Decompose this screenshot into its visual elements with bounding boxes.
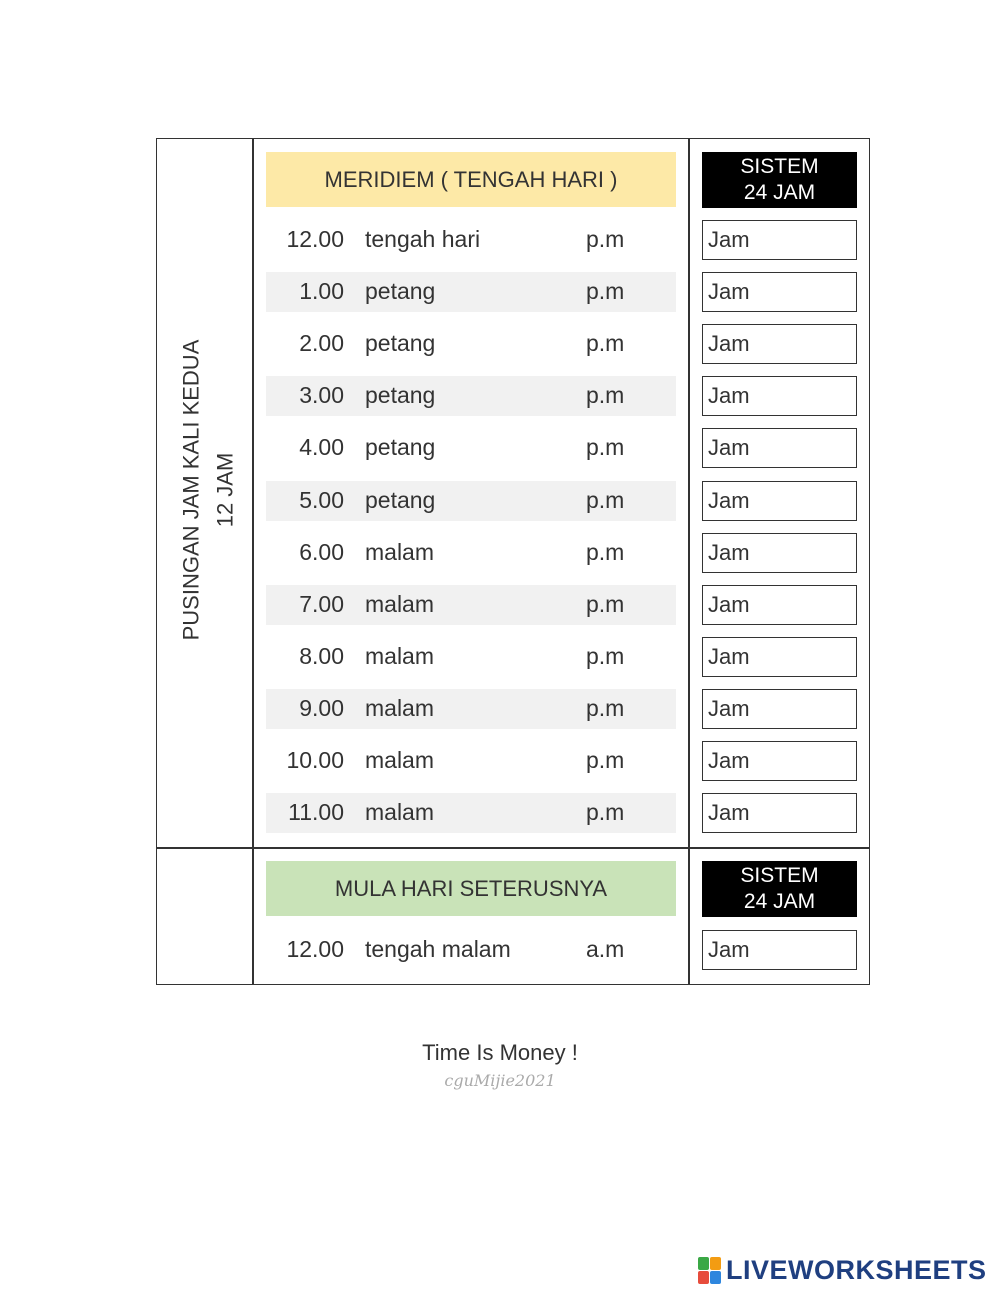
divider [252, 138, 254, 985]
table-row: 2.00 petang p.m [266, 324, 676, 364]
side-label: PUSINGAN JAM KALI KEDUA 12 JAM [163, 290, 253, 690]
period-label: petang [365, 278, 436, 305]
table-row: 12.00 tengah hari p.m [266, 220, 676, 260]
answer-field[interactable]: Jam [702, 220, 857, 260]
period-label: malam [365, 747, 435, 773]
period-label: malam [365, 694, 435, 721]
meridiem-label: p.m [586, 226, 625, 252]
system-header-line2: 24 JAM [743, 181, 816, 204]
answer-field[interactable]: Jam [702, 532, 857, 573]
table-row: 8.00 malam p.m [266, 637, 676, 677]
table-row: 10.00 malam p.m [266, 741, 676, 781]
answer-field[interactable]: Jam [702, 930, 857, 970]
answer-field[interactable]: Jam [702, 636, 857, 677]
table-row: 5.00 petang p.m [266, 480, 676, 521]
meridiem-label: p.m [586, 278, 625, 305]
time-label: 8.00 [299, 642, 344, 669]
system-header-line1: SISTEM [740, 155, 819, 178]
section-title-next-day: MULA HARI SETERUSNYA [266, 861, 676, 916]
footer-text: Time Is Money ! [422, 1040, 578, 1065]
period-label: petang [365, 486, 436, 513]
table-row: 7.00 malam p.m [266, 584, 676, 625]
period-label: petang [365, 382, 436, 409]
period-label: malam [365, 538, 435, 565]
answer-field[interactable]: Jam [702, 688, 857, 729]
system-24-header: SISTEM 24 JAM [702, 861, 857, 917]
period-label: petang [365, 434, 436, 461]
meridiem-label: p.m [586, 382, 625, 409]
answer-field[interactable]: Jam [702, 584, 857, 625]
period-label: tengah hari [365, 226, 481, 252]
table-row: 4.00 petang p.m [266, 428, 676, 468]
system-24-header: SISTEM 24 JAM [702, 152, 857, 208]
time-label: 6.00 [299, 538, 344, 565]
meridiem-label: p.m [586, 694, 625, 721]
time-label: 11.00 [288, 799, 344, 826]
answer-field[interactable]: Jam [702, 376, 857, 417]
divider [688, 138, 690, 985]
answer-field[interactable]: Jam [702, 480, 857, 521]
answer-field[interactable]: Jam [702, 272, 857, 313]
meridiem-label: p.m [586, 434, 625, 461]
side-label-line1: PUSINGAN JAM KALI KEDUA [178, 339, 203, 641]
brand-logo: LIVEWORKSHEETS [698, 1255, 987, 1286]
meridiem-label: a.m [586, 936, 625, 962]
meridiem-label: p.m [586, 747, 625, 773]
signature: cguMijie2021 [444, 1071, 556, 1090]
table-row: 9.00 malam p.m [266, 688, 676, 729]
time-label: 3.00 [299, 382, 344, 409]
table-row: 1.00 petang p.m [266, 272, 676, 313]
time-label: 1.00 [299, 278, 344, 305]
answer-field[interactable]: Jam [702, 324, 857, 365]
meridiem-label: p.m [586, 590, 625, 617]
period-label: malam [365, 642, 435, 669]
divider [156, 847, 870, 849]
system-header-line1: SISTEM [740, 864, 819, 887]
time-label: 9.00 [299, 694, 344, 721]
time-table [156, 138, 870, 985]
time-label: 12.00 [286, 936, 344, 962]
period-label: malam [365, 590, 435, 617]
brand-name: LIVEWORKSHEETS [726, 1255, 987, 1285]
table-row: 6.00 malam p.m [266, 533, 676, 573]
answer-field[interactable]: Jam [702, 428, 857, 469]
meridiem-label: p.m [586, 642, 625, 669]
table-row: 11.00 malam p.m [266, 793, 676, 834]
time-label: 7.00 [299, 590, 344, 617]
period-label: tengah malam [365, 936, 511, 962]
table-row: 12.00 tengah malam a.m [266, 930, 676, 970]
time-label: 10.00 [286, 747, 344, 773]
time-label: 2.00 [299, 330, 344, 357]
system-header-line2: 24 JAM [743, 890, 816, 913]
section-title-meridiem: MERIDIEM ( TENGAH HARI ) [266, 152, 676, 207]
table-row: 3.00 petang p.m [266, 376, 676, 417]
meridiem-label: p.m [586, 330, 625, 357]
answer-field[interactable]: Jam [702, 793, 857, 834]
time-label: 4.00 [299, 434, 344, 461]
meridiem-label: p.m [586, 799, 625, 826]
meridiem-label: p.m [586, 538, 625, 565]
period-label: malam [365, 799, 435, 826]
side-label-line2: 12 JAM [212, 452, 237, 528]
meridiem-label: p.m [586, 486, 625, 513]
period-label: petang [365, 330, 436, 357]
time-label: 5.00 [299, 486, 344, 513]
time-label: 12.00 [286, 226, 344, 252]
answer-field[interactable]: Jam [702, 741, 857, 781]
liveworksheets-icon [698, 1256, 722, 1285]
